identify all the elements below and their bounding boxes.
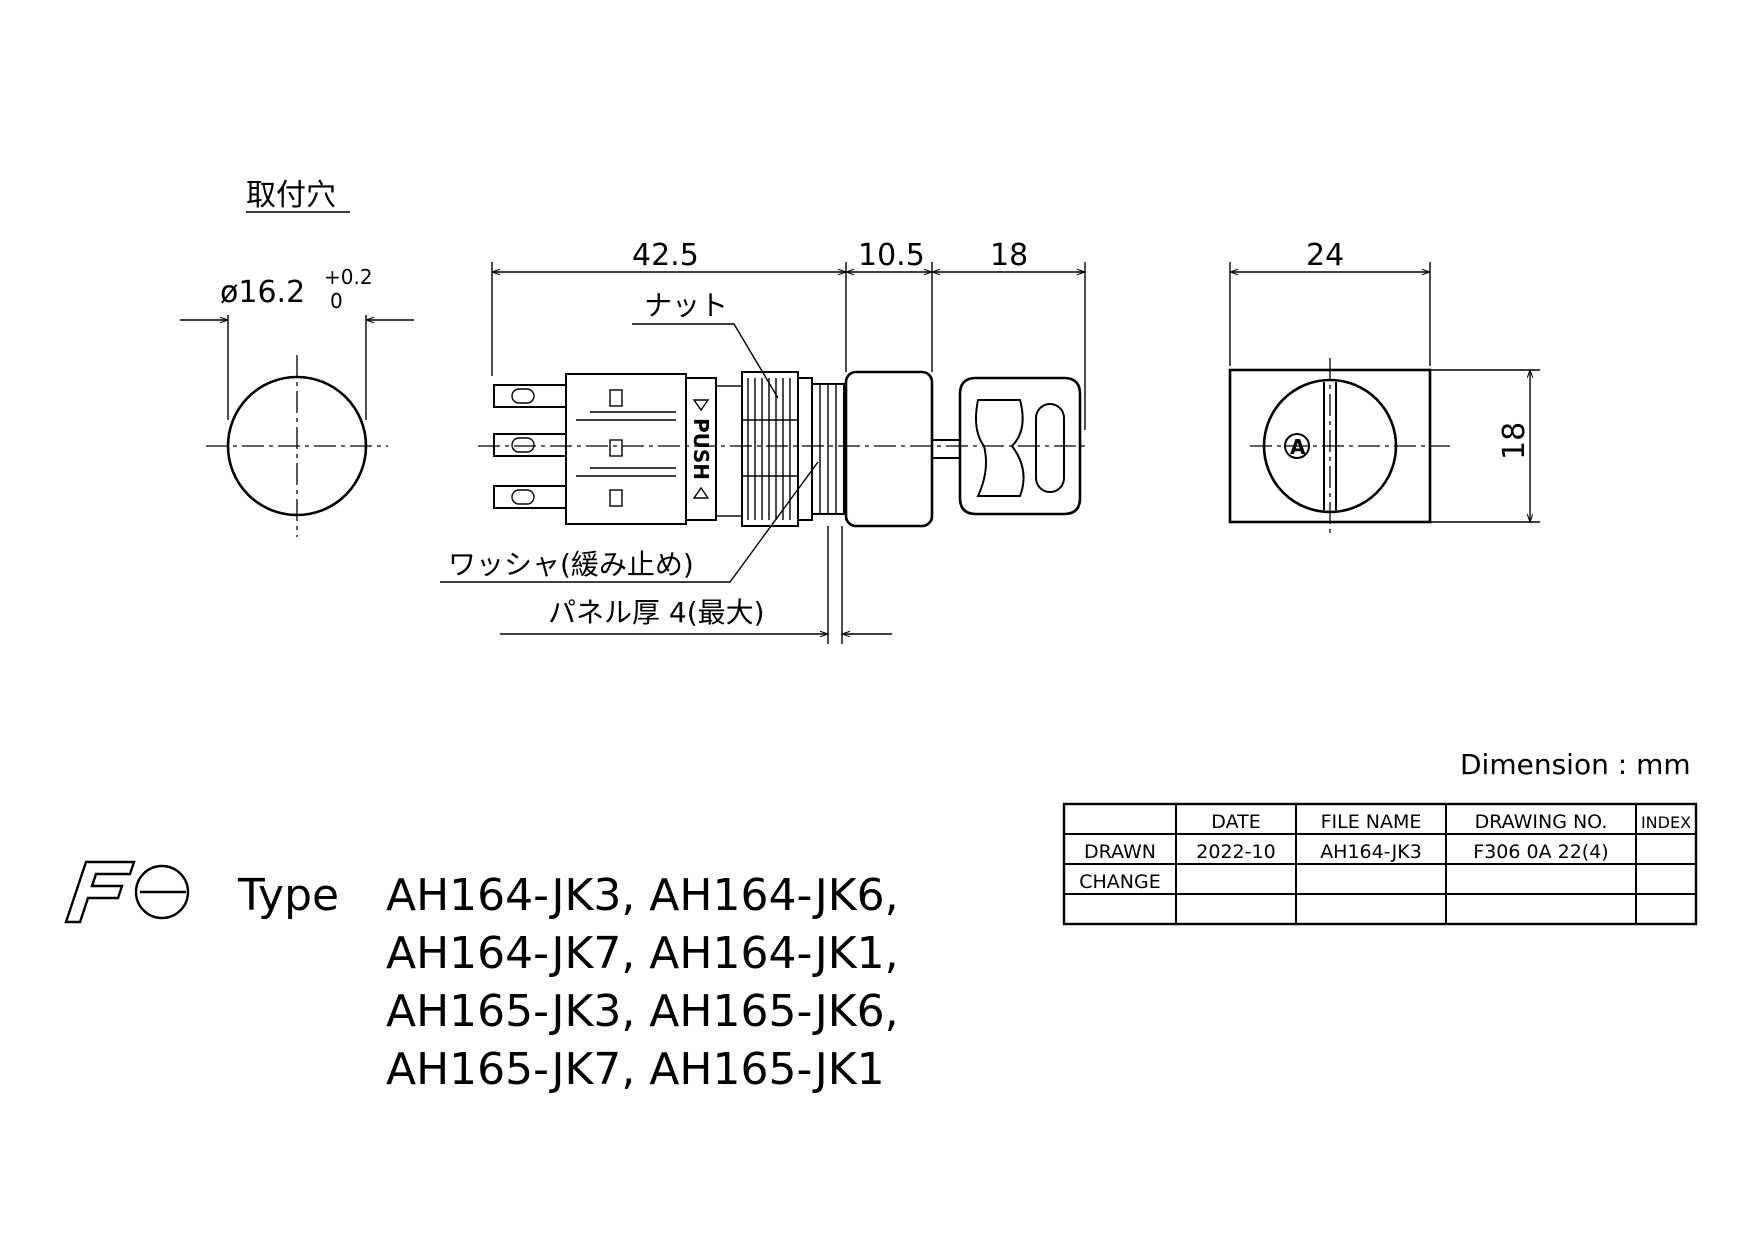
terminals <box>493 384 567 509</box>
leader-washer <box>440 461 819 583</box>
mounting-hole-view: 取付穴 ø16.2 +0.2 0 <box>180 178 414 537</box>
tb-header-file-name: FILE NAME <box>1321 811 1422 833</box>
side-view: 42.5 10.5 18 <box>440 238 1090 644</box>
body-slot-2 <box>609 439 623 457</box>
label-panel: パネル厚 4(最大) <box>548 596 765 629</box>
type-prefix: Type <box>237 870 339 921</box>
tb-header-date: DATE <box>1211 811 1260 833</box>
hole-tolerance-upper: +0.2 <box>324 265 373 289</box>
nut <box>741 371 799 527</box>
terminal-middle <box>493 433 567 457</box>
position-marker-circle <box>1284 433 1310 459</box>
tb-change-label: CHANGE <box>1079 871 1161 893</box>
front-view: 24 A 18 <box>1228 238 1540 536</box>
key-grip-inner <box>975 399 1025 497</box>
leader-nut <box>632 323 779 399</box>
type-line-2: AH164-JK7, AH164-JK1, <box>386 928 899 979</box>
key <box>931 376 1082 516</box>
body-slot-3 <box>609 489 623 507</box>
dim-18-front: 18 <box>1497 422 1532 460</box>
terminal-bottom-hole <box>511 489 535 505</box>
tb-header-index: INDEX <box>1641 813 1691 832</box>
switch-body: PUSH <box>565 373 743 525</box>
body-slot-1 <box>609 389 623 407</box>
body-block <box>565 373 687 525</box>
hole-diameter-label: ø16.2 <box>220 275 305 310</box>
type-line-3: AH165-JK3, AH165-JK6, <box>386 986 899 1037</box>
bezel-cap <box>844 370 934 528</box>
label-washer: ワッシャ(緩み止め) <box>448 548 694 581</box>
hole-tolerance-lower: 0 <box>330 289 343 313</box>
type-line-1: AH164-JK3, AH164-JK6, <box>386 870 899 921</box>
terminal-middle-hole <box>511 437 535 453</box>
push-text: PUSH <box>689 418 713 480</box>
fe-logo: Fe <box>64 860 190 924</box>
tb-drawn-label: DRAWN <box>1084 841 1156 863</box>
key-shank <box>931 439 961 459</box>
terminal-top-hole <box>511 388 535 404</box>
logo-f-shape <box>64 860 136 924</box>
push-arrow-top-icon <box>692 399 710 412</box>
dim-10-5: 10.5 <box>858 238 925 273</box>
label-nut: ナット <box>644 289 728 322</box>
position-marker: A <box>1290 435 1306 459</box>
type-line-4: AH165-JK7, AH165-JK1 <box>386 1044 885 1095</box>
mounting-hole-title: 取付穴 <box>246 178 336 213</box>
terminal-top <box>493 384 567 408</box>
push-arrow-bottom-icon <box>692 486 710 499</box>
tb-header-drawing-no: DRAWING NO. <box>1475 811 1608 833</box>
dimension-note: Dimension : mm <box>1460 748 1691 781</box>
tb-drawn-file: AH164-JK3 <box>1320 841 1422 863</box>
tb-drawn-drawing-no: F306 0A 22(4) <box>1473 841 1608 863</box>
dim-42-5: 42.5 <box>632 238 699 273</box>
title-block: DATE FILE NAME DRAWING NO. INDEX DRAWN 2… <box>1062 802 1698 926</box>
washer <box>797 377 813 521</box>
dim-24: 24 <box>1306 238 1344 273</box>
push-neck <box>715 385 743 517</box>
terminal-bottom <box>493 485 567 509</box>
dim-18-side: 18 <box>990 238 1028 273</box>
tb-drawn-date: 2022-10 <box>1196 841 1275 863</box>
key-slot <box>1035 403 1065 493</box>
key-grip-outline <box>958 376 1082 516</box>
